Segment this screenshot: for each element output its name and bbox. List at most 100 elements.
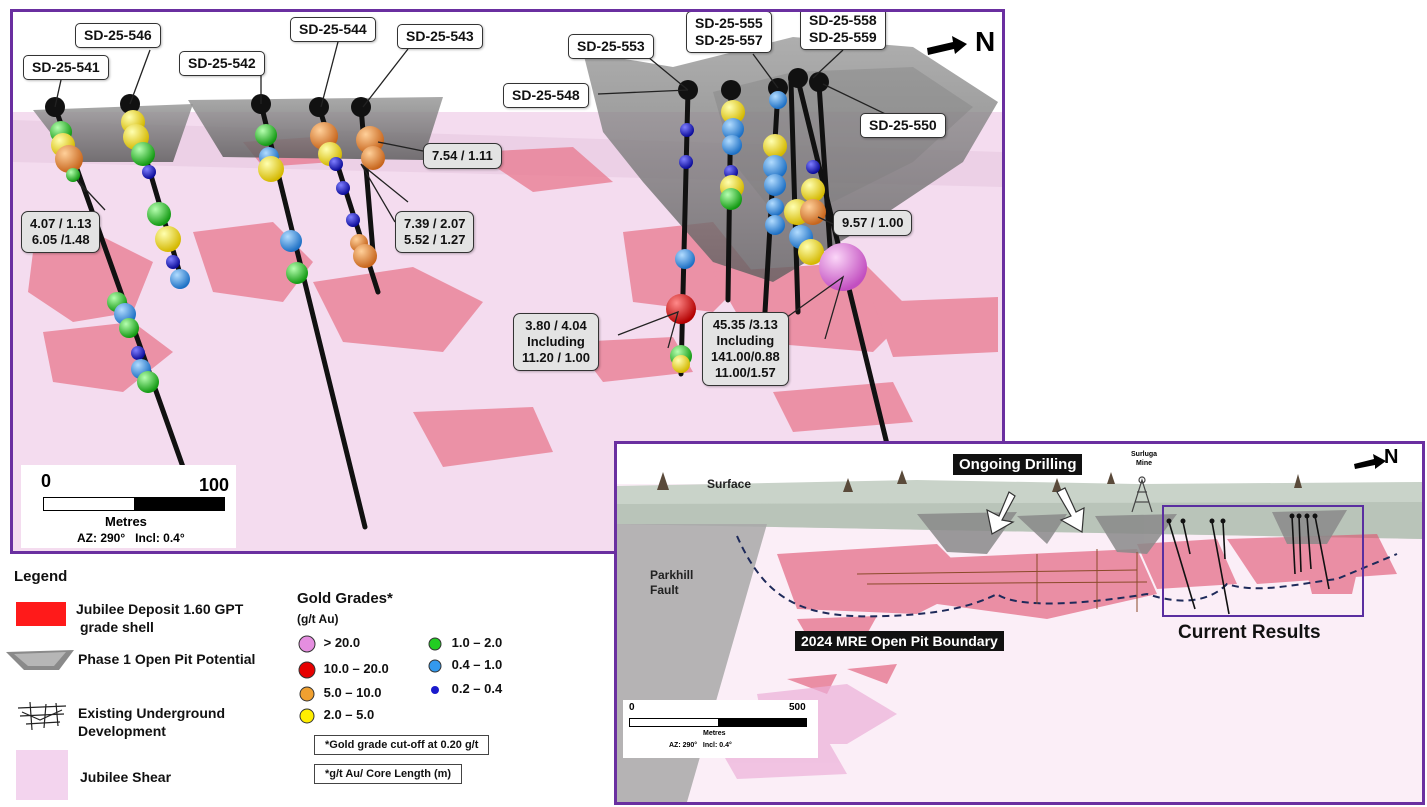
grade-line: 45.35 /3.13 — [712, 317, 778, 332]
sphere-icon — [298, 661, 316, 679]
ongoing-drilling-label: Ongoing Drilling — [953, 454, 1083, 475]
legend-label-line: Development — [78, 723, 166, 739]
grade-callout-544: 7.39 / 2.07 5.52 / 1.27 — [395, 211, 475, 253]
grade-class-label: 2.0 – 5.0 — [323, 707, 375, 723]
legend-label-jubilee-shear: Jubilee Shear — [80, 769, 172, 785]
legend-label-line: grade shell — [80, 619, 154, 635]
grade-class-label: 1.0 – 2.0 — [451, 635, 503, 651]
legend-title: Legend — [14, 568, 68, 585]
grade-line: 4.07 / 1.13 — [30, 216, 92, 231]
inset-north-label: N — [1384, 446, 1399, 468]
grade-class-label: 0.2 – 0.4 — [451, 681, 503, 697]
inset-scale-unit: Metres — [703, 730, 726, 737]
grade-class-label: 0.4 – 1.0 — [451, 657, 503, 673]
fault-label-line: Fault — [650, 583, 679, 597]
inset-drill-holes — [1168, 515, 1330, 615]
ongoing-arrow-1 — [986, 491, 1016, 535]
fault-label-line: Parkhill — [650, 568, 694, 582]
hole-label-sd-25-557: SD-25-557 — [695, 32, 763, 48]
legend-swatch-jubilee-shear — [16, 750, 68, 800]
legend-label-underground: Existing Underground Development — [78, 704, 225, 740]
grade-callout-543: 7.54 / 1.11 — [423, 143, 502, 169]
leader-lines — [54, 37, 899, 349]
hole-label-sd-25-555: SD-25-555 — [695, 15, 763, 31]
hole-label-sd-25-541: SD-25-541 — [23, 55, 109, 80]
grade-class-label: 5.0 – 10.0 — [323, 685, 382, 701]
grade-callout-553: 3.80 / 4.04 Including 11.20 / 1.00 — [513, 313, 599, 371]
legend-label-open-pit: Phase 1 Open Pit Potential — [78, 651, 256, 667]
hole-label-sd-25-559: SD-25-559 — [809, 29, 877, 45]
hole-label-sd-25-542: SD-25-542 — [179, 51, 265, 76]
headframe-icon — [1131, 476, 1153, 513]
hole-label-sd-25-553: SD-25-553 — [568, 34, 654, 59]
hole-label-sd-25-558-559: SD-25-558 SD-25-559 — [800, 12, 886, 50]
sphere-icon — [298, 635, 316, 653]
scale-orientation: AZ: 290° Incl: 0.4° — [77, 531, 185, 545]
scale-bar-main: 0 100 Metres AZ: 290° Incl: 0.4° — [21, 465, 236, 548]
assay-spheres — [50, 91, 867, 393]
legend: Legend Jubilee Deposit 1.60 GPT grade sh… — [0, 560, 600, 807]
hole-label-sd-25-558: SD-25-558 — [809, 12, 877, 28]
gold-grades-title: Gold Grades* — [297, 590, 393, 607]
grade-line: 7.54 / 1.11 — [432, 148, 493, 163]
grade-class-label: 10.0 – 20.0 — [323, 661, 389, 677]
sphere-icon — [428, 659, 442, 673]
grade-line: 6.05 /1.48 — [31, 232, 90, 247]
legend-label-line: Existing Underground — [78, 705, 225, 721]
grade-line: 11.20 / 1.00 — [522, 350, 590, 365]
mine-label-line: Mine — [1136, 460, 1152, 467]
north-arrow: N — [925, 26, 995, 60]
ongoing-arrow-2 — [1056, 487, 1085, 533]
legend-label-grade-shell: Jubilee Deposit 1.60 GPT grade shell — [76, 600, 243, 636]
tree-icons — [657, 470, 1302, 492]
inset-grade-shell — [777, 534, 1397, 694]
grade-callout-550: 9.57 / 1.00 — [833, 210, 913, 236]
hole-label-sd-25-555-557: SD-25-555 SD-25-557 — [686, 12, 772, 53]
grade-class-1-2: 1.0 – 2.0 — [425, 634, 502, 654]
inset-north-arrow: N — [1352, 446, 1420, 476]
parkhill-fault-label: Parkhill Fault — [650, 568, 693, 598]
sphere-icon — [428, 637, 442, 651]
hole-label-sd-25-546: SD-25-546 — [75, 23, 161, 48]
hole-label-sd-25-548: SD-25-548 — [503, 83, 589, 108]
surface-band — [617, 502, 1422, 539]
sphere-icon — [299, 708, 315, 724]
grade-line: 11.00/1.57 — [714, 365, 776, 380]
inset-scale-max: 500 — [789, 702, 806, 713]
hole-label-sd-25-544: SD-25-544 — [290, 17, 376, 42]
current-results-label: Current Results — [1178, 622, 1321, 643]
hole-label-sd-25-550: SD-25-550 — [860, 113, 946, 138]
grade-class-10-20: 10.0 – 20.0 — [297, 660, 389, 680]
surface-label: Surface — [707, 477, 752, 491]
sphere-icon — [299, 686, 315, 702]
grade-class-5-10: 5.0 – 10.0 — [297, 684, 381, 704]
grade-callout-541: 4.07 / 1.13 6.05 /1.48 — [21, 211, 101, 253]
inset-collars — [1166, 513, 1318, 524]
scale-bar-inset: 0 500 Metres AZ: 290° Incl: 0.4° — [623, 700, 818, 758]
grade-line: 5.52 / 1.27 — [404, 232, 466, 247]
underground-workings — [856, 549, 1148, 612]
scale-min: 0 — [41, 471, 52, 491]
scale-unit: Metres — [105, 514, 147, 529]
2024-mre-pit-boundary — [736, 535, 1398, 618]
grade-line: 9.57 / 1.00 — [842, 215, 904, 230]
grade-callout-559: 45.35 /3.13 Including 141.00/0.88 11.00/… — [702, 312, 789, 386]
scale-bar — [43, 497, 225, 511]
inset-scale-bar — [629, 718, 807, 727]
inset-long-section: N Surface Ongoing Drilling Surluga Mine … — [614, 441, 1425, 805]
mre-boundary-label: 2024 MRE Open Pit Boundary — [795, 631, 1004, 651]
grade-class-2-5: 2.0 – 5.0 — [297, 706, 374, 726]
open-pit-icon — [6, 650, 74, 670]
grade-line: 7.39 / 2.07 — [404, 216, 466, 231]
arrow-right-icon — [1354, 454, 1386, 469]
legend-swatch-grade-shell — [16, 602, 66, 626]
grade-line: Including — [716, 333, 775, 348]
main-section-panel: N SD-25-541 SD-25-546 SD-25-542 SD-25-54… — [10, 9, 1005, 554]
gold-grades-unit: (g/t Au) — [297, 612, 339, 626]
grade-class-gt20: > 20.0 — [297, 634, 360, 654]
scale-max: 100 — [199, 475, 230, 495]
inset-scale-min: 0 — [629, 702, 635, 713]
underground-development-icon — [17, 701, 67, 731]
current-results-box — [1162, 505, 1364, 617]
inset-scale-orientation: AZ: 290° Incl: 0.4° — [669, 742, 732, 749]
